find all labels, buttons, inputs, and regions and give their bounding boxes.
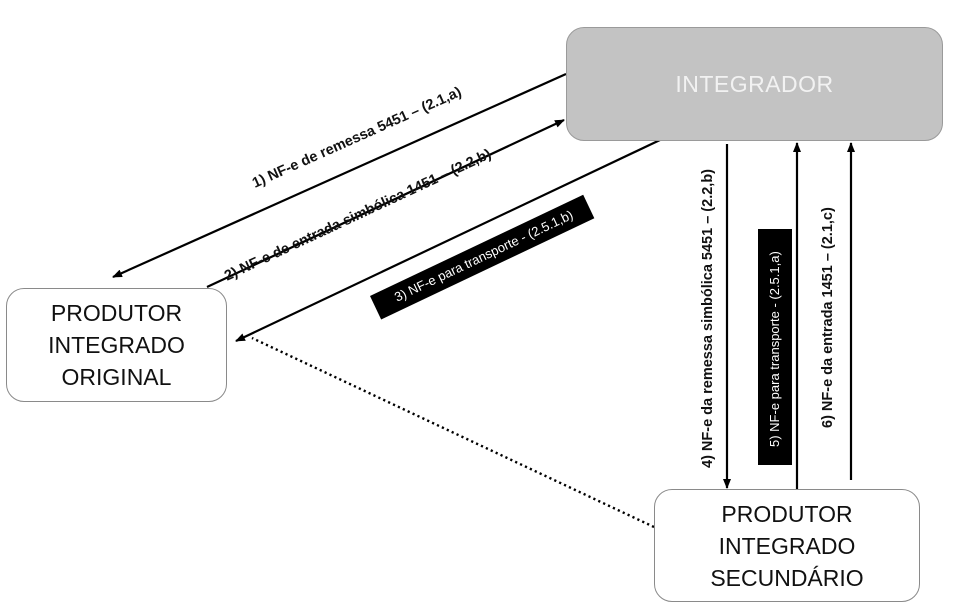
edge-6-label: 6) NF-e da entrada 1451 – (2.1,c) [820,207,836,428]
node-secundario-line-2: INTEGRADO [718,532,856,559]
edge-2-arrow [206,119,565,288]
edge-7-dotted-line [251,336,655,529]
edge-4-label: 4) NF-e da remessa simbólica 5451 – (2.2… [700,169,716,468]
node-original-line-1: PRODUTOR [50,300,183,326]
node-produtor-integrado-original[interactable]: PRODUTOR INTEGRADO ORIGINAL [6,288,227,402]
node-secundario-line-1: PRODUTOR [721,500,853,527]
node-produtor-integrado-secundario[interactable]: PRODUTOR INTEGRADO SECUNDÁRIO [654,489,920,602]
node-integrador-label: INTEGRADOR [675,70,834,97]
node-original-line-3: ORIGINAL [61,364,172,390]
node-integrador[interactable]: INTEGRADOR [566,27,943,141]
edge-5-label: 5) NF-e para transporte - (2.5.1,a) [758,229,792,465]
edge-3-arrow [235,139,661,342]
node-original-line-2: INTEGRADO [48,332,185,358]
edge-1-arrow [112,72,567,279]
node-secundario-line-3: SECUNDÁRIO [710,564,864,591]
